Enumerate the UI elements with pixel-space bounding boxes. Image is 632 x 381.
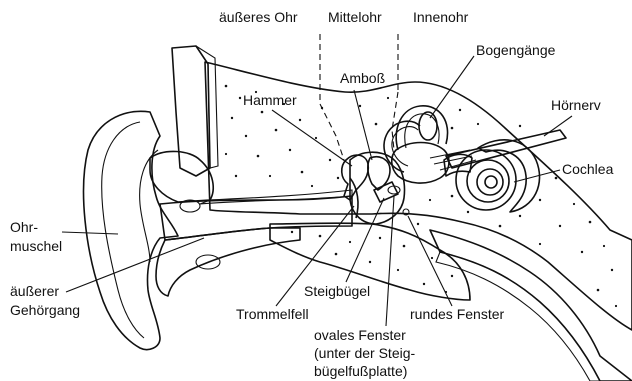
label-bogengaenge: Bogengänge xyxy=(476,42,556,58)
label-steigbuegel: Steigbügel xyxy=(304,283,370,299)
leader-ohrmuschel xyxy=(62,232,118,234)
leader-ovales-fenster xyxy=(386,196,394,326)
stapes xyxy=(374,182,398,202)
label-amboss: Amboß xyxy=(340,70,385,86)
label-ovales-line1: ovales Fenster xyxy=(314,327,406,343)
label-gehoergang-line2: Gehörgang xyxy=(10,302,80,318)
ear-canal-upper-wall xyxy=(200,190,352,204)
pinna-inner-fold xyxy=(102,122,144,338)
cochlea-turn-4 xyxy=(485,176,497,188)
scalp-tissue xyxy=(172,46,210,176)
label-hammer: Hammer xyxy=(243,92,297,108)
label-ovales-line2: (unter der Steig- xyxy=(314,345,415,361)
label-gehoergang-line1: äußerer xyxy=(10,283,59,299)
auditory-nerve xyxy=(446,130,566,168)
concha-cartilage xyxy=(150,151,213,202)
region-outer-ear: äußeres Ohr xyxy=(219,9,298,25)
label-hoernerv: Hörnerv xyxy=(551,97,601,113)
label-ohrmuschel-line2: muschel xyxy=(10,238,62,254)
ear-canal xyxy=(160,196,352,240)
label-trommelfell: Trommelfell xyxy=(236,306,309,322)
region-middle-ear: Mittelohr xyxy=(328,9,382,25)
leader-hammer xyxy=(272,110,352,166)
label-rundes-fenster: rundes Fenster xyxy=(410,306,504,322)
label-cochlea: Cochlea xyxy=(562,161,614,177)
ear-canal-lower-wall xyxy=(156,228,300,296)
leader-cochlea xyxy=(514,170,560,182)
leader-gehoergang xyxy=(66,238,204,292)
leader-bogengaenge xyxy=(430,56,474,118)
leader-amboss xyxy=(354,90,372,160)
cochlea-turn-3 xyxy=(477,169,503,195)
leader-hoernerv xyxy=(544,116,572,136)
region-inner-ear: Innenohr xyxy=(413,9,469,25)
label-ohrmuschel-line1: Ohr- xyxy=(10,219,38,235)
label-ovales-line3: bügelfußplatte) xyxy=(314,363,407,379)
semicircular-canal-3 xyxy=(419,112,437,140)
